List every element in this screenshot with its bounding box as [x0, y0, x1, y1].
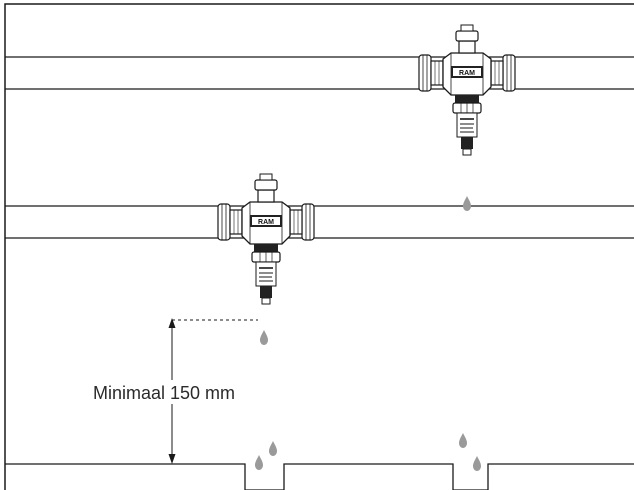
valve-brand-label-upper: RAM: [459, 70, 475, 77]
water-drop-icon: [260, 330, 268, 345]
dimension-label: Minimaal 150 mm: [93, 383, 235, 403]
diagram-frame: [4, 3, 634, 490]
valve-brand-label-lower: RAM: [258, 219, 274, 226]
lower-pipe: [5, 205, 634, 239]
water-drop-icon: [463, 196, 471, 211]
water-drop-icon: [459, 433, 467, 448]
water-drop-icon: [473, 456, 481, 471]
valve-icon-lower: RAM: [217, 173, 315, 305]
floor-with-drains: [5, 463, 634, 490]
water-drop-icon: [255, 455, 263, 470]
water-drop-icon: [269, 441, 277, 456]
upper-pipe: [5, 56, 634, 90]
dimension-indicator: Minimaal 150 mm: [92, 318, 282, 464]
valve-icon-upper: RAM: [418, 24, 516, 156]
